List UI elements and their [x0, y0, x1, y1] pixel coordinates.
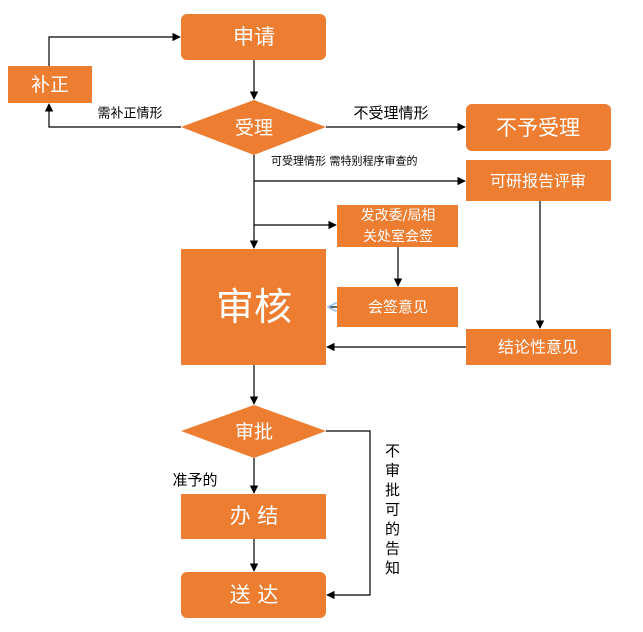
label-need-supplement: 需补正情形	[97, 107, 162, 122]
node-countersign-opinion-label: 会签意见	[368, 298, 428, 316]
node-countersign-line-1: 发改委/局相	[361, 208, 436, 224]
label-accepted-special: 可受理情形 需特别程序审查的	[271, 154, 418, 168]
arrow-supplement-to-apply	[48, 32, 181, 66]
node-countersign-line-2: 关处室会签	[363, 228, 433, 245]
node-feasibility-review: 可研报告评审	[466, 160, 611, 201]
node-countersign: 发改委/局相 关处室会签	[337, 205, 458, 247]
node-conclusion: 结论性意见	[466, 329, 611, 365]
node-apply: 申请	[181, 14, 326, 60]
node-supplement: 补正	[8, 66, 92, 103]
node-deliver-label: 送 达	[230, 583, 279, 607]
node-countersign-opinion: 会签意见	[337, 287, 458, 327]
label-approved: 准予的	[172, 471, 217, 489]
node-reject-label: 不予受理	[496, 116, 580, 140]
node-conclusion-label: 结论性意见	[498, 338, 578, 357]
node-review-label: 审核	[216, 285, 292, 329]
node-approve: 审批	[181, 405, 326, 458]
arrow-accept-to-supplement	[44, 103, 181, 128]
arrow-approve-to-deliver	[326, 430, 371, 600]
node-apply-label: 申请	[233, 25, 275, 49]
node-accept-label: 受理	[235, 117, 273, 139]
node-accept: 受理	[181, 100, 326, 155]
node-deliver: 送 达	[181, 572, 326, 618]
node-complete: 办 结	[181, 494, 326, 539]
node-supplement-label: 补正	[31, 74, 69, 96]
node-review: 审核	[181, 249, 326, 365]
label-not-accepted: 不受理情形	[353, 104, 428, 122]
node-complete-label: 办 结	[230, 504, 279, 528]
node-reject: 不予受理	[466, 104, 611, 151]
node-approve-label: 审批	[235, 421, 273, 443]
node-feasibility-review-label: 可研报告评审	[490, 172, 586, 191]
label-not-approved-notice: 不审批可的告知	[383, 443, 401, 580]
